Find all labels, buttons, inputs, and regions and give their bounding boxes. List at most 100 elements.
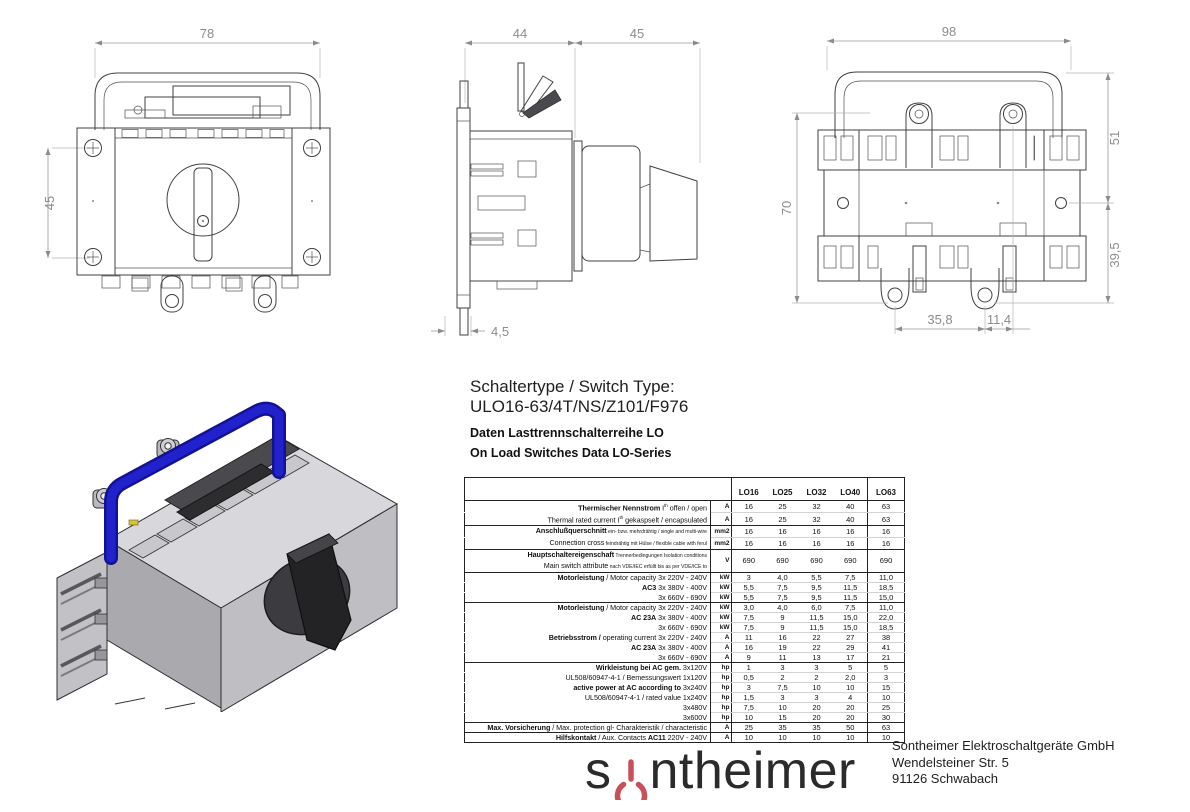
spec-value: 2 — [799, 672, 834, 683]
switch-body — [76, 127, 331, 276]
dimension-label: 44 — [513, 26, 527, 41]
rotary-knob-3d — [263, 533, 352, 651]
spec-unit: hp — [710, 702, 732, 713]
spec-label: AC 23A 3x 380V - 400V — [464, 642, 711, 653]
dimension-label: 4,5 — [491, 324, 509, 339]
spec-value: 3 — [765, 692, 800, 703]
spec-value: 5,5 — [799, 572, 834, 583]
spec-row: Hauptschaltereigenschaft Trennerbedingun… — [464, 549, 905, 573]
spec-label: Hilfskontakt / Aux. Contacts AC11 220V -… — [464, 732, 711, 743]
spec-value: 20 — [799, 712, 834, 723]
spec-row: Motorleistung / Motor capacity 3x 220V -… — [464, 602, 905, 613]
spec-value: 40 — [833, 500, 868, 514]
spec-value: 5,5 — [731, 592, 766, 603]
spec-label: 3x600V — [464, 712, 711, 723]
spec-value: 16 — [833, 537, 868, 550]
mounting-ear — [131, 275, 277, 313]
spec-row: Betriebsstrom / operating current 3x 220… — [464, 632, 905, 643]
mounting-plate — [456, 107, 471, 309]
switch-type-code: ULO16-63/4T/NS/Z101/F976 — [470, 397, 689, 416]
spec-value: 11,0 — [867, 572, 905, 583]
spec-unit: A — [710, 512, 732, 526]
dimension-label: 98 — [942, 24, 956, 39]
spec-unit: kW — [710, 602, 732, 613]
spec-label: Thermischer Nennstrom Ith offen / open — [464, 500, 711, 513]
spec-value: 3 — [731, 682, 766, 693]
spec-unit: mm2 — [710, 537, 732, 550]
spec-label: Hauptschaltereigenschaft Trennerbedingun… — [464, 549, 711, 573]
spec-value: 19 — [765, 642, 800, 653]
company-address: Sontheimer Elektroschaltgeräte GmbH Wend… — [892, 738, 1115, 788]
screw-icon — [84, 139, 321, 266]
spec-value: 35 — [765, 722, 800, 733]
spec-value: 15 — [867, 682, 905, 693]
spec-value: 7,5 — [731, 622, 766, 633]
spec-value: 16 — [731, 512, 766, 526]
spec-value: 16 — [765, 525, 800, 538]
spec-label: Thermal rated current Ith gekaspselt / e… — [464, 512, 711, 526]
spec-value: 5 — [833, 662, 868, 673]
spec-value: 7,5 — [765, 682, 800, 693]
spec-label: Connection cross feindrähtig mit Hülse /… — [464, 537, 711, 550]
spec-value: 13 — [799, 652, 834, 663]
spec-value: 38 — [867, 632, 905, 643]
column-header: LO16 — [731, 477, 766, 501]
spec-value: 9 — [765, 622, 800, 633]
spec-value: 32 — [799, 512, 834, 526]
spec-unit: hp — [710, 692, 732, 703]
spec-value: 690 — [867, 549, 905, 573]
spec-label: UL508/60947-4-1 / rated value 1x240V — [464, 692, 711, 703]
terminal-band-top — [817, 129, 1087, 171]
din-foot — [880, 245, 1017, 310]
spec-value: 10 — [765, 732, 800, 743]
spec-value: 40 — [833, 512, 868, 526]
spec-row: Max. Vorsicherung / Max. protection gl- … — [464, 722, 905, 733]
spec-unit: kW — [710, 622, 732, 633]
spec-row: Thermal rated current Ith gekaspselt / e… — [464, 512, 905, 526]
column-header: LO63 — [867, 477, 905, 501]
spec-label: active power at AC according to 3x240V — [464, 682, 711, 693]
spec-value: 3,0 — [731, 602, 766, 613]
spec-value: 9 — [731, 652, 766, 663]
spec-value: 690 — [833, 549, 868, 573]
spec-value: 18,5 — [867, 622, 905, 633]
spec-value: 22 — [799, 632, 834, 643]
spec-value: 16 — [731, 500, 766, 514]
spec-value: 0,5 — [731, 672, 766, 683]
spec-value: 25 — [731, 722, 766, 733]
spec-unit: A — [710, 632, 732, 643]
spec-label: Anschlußquerschnitt ein- bzw. mehrdrähti… — [464, 525, 711, 538]
spec-value: 15 — [765, 712, 800, 723]
series-title-en: On Load Switches Data LO-Series — [470, 446, 672, 460]
spec-value: 20 — [833, 702, 868, 713]
rotary-knob — [166, 163, 240, 262]
front-view-drawing: 78 45 — [42, 26, 331, 313]
spec-unit: kW — [710, 572, 732, 583]
spec-value: 11,0 — [867, 602, 905, 613]
spec-value: 690 — [731, 549, 766, 573]
spec-unit: A — [710, 652, 732, 663]
spec-value: 63 — [867, 500, 905, 514]
spec-value: 3 — [867, 672, 905, 683]
handle-outline — [94, 72, 321, 130]
spec-value: 10 — [833, 732, 868, 743]
spec-label: 3x480V — [464, 702, 711, 713]
dimension-label: 78 — [200, 26, 214, 41]
spec-value: 16 — [799, 525, 834, 538]
spec-value: 25 — [765, 512, 800, 526]
actuator-lever — [517, 62, 562, 119]
spec-unit: A — [710, 500, 732, 514]
spec-value: 9,5 — [799, 592, 834, 603]
spec-value: 7,5 — [765, 592, 800, 603]
spec-row: Hilfskontakt / Aux. Contacts AC11 220V -… — [464, 732, 905, 743]
